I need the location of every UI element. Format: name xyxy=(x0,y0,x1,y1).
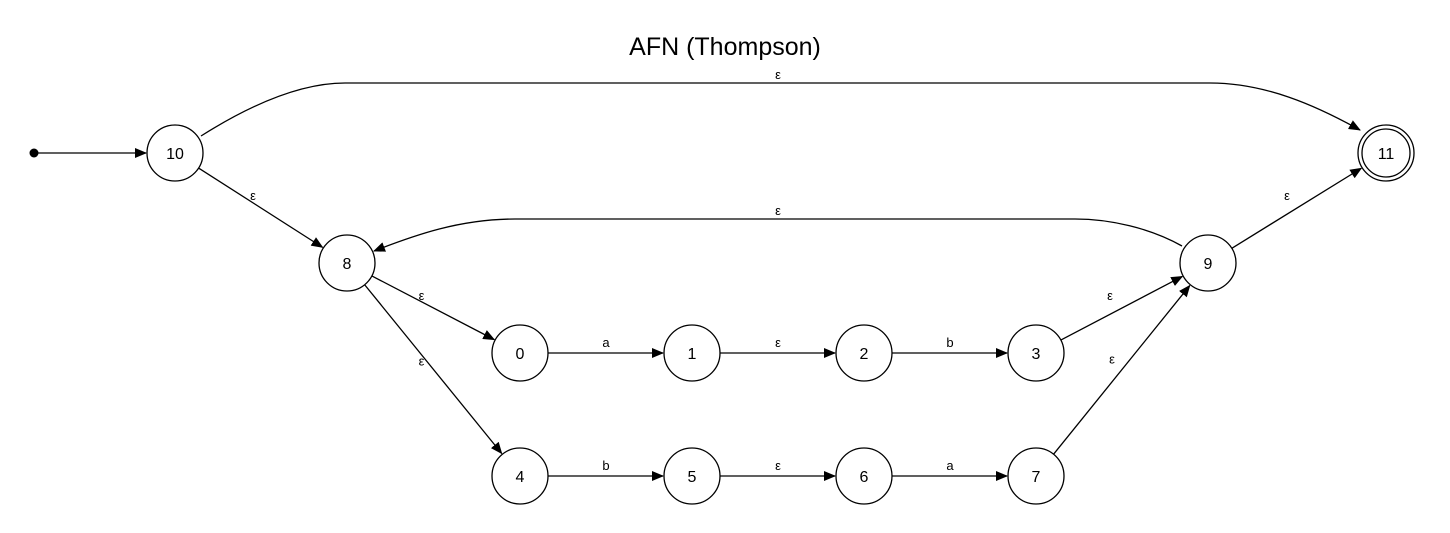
state-7: 7 xyxy=(1007,447,1065,505)
state-label: 1 xyxy=(688,346,697,363)
state-circle xyxy=(835,324,893,382)
transition-6-to-7: a xyxy=(892,458,1008,481)
transition-label: ε xyxy=(775,458,781,473)
state-1: 1 xyxy=(663,324,721,382)
state-circle xyxy=(146,124,204,182)
state-label: 6 xyxy=(860,469,869,486)
transition-7-to-9: ε xyxy=(1053,284,1191,455)
transition-label: ε xyxy=(1109,352,1115,367)
state-10: 10 xyxy=(146,124,204,182)
transition-label: ε xyxy=(775,335,781,350)
state-label: 2 xyxy=(860,346,869,363)
transition-label: ε xyxy=(419,354,425,369)
transition-8-to-4: ε xyxy=(364,284,503,455)
transition-arrow xyxy=(1231,167,1363,249)
transition-arrow xyxy=(1060,275,1184,341)
state-9: 9 xyxy=(1179,234,1237,292)
transition-arrow xyxy=(371,275,496,341)
transition-10-to-8: ε xyxy=(198,167,324,248)
transition-label: a xyxy=(946,458,954,473)
state-label: 3 xyxy=(1032,346,1041,363)
state-2: 2 xyxy=(835,324,893,382)
transition-4-to-5: b xyxy=(548,458,664,481)
transition-9-to-11: ε xyxy=(1231,167,1363,249)
transition-label: ε xyxy=(419,288,425,303)
state-label: 4 xyxy=(516,469,525,486)
state-label: 7 xyxy=(1032,469,1041,486)
state-3: 3 xyxy=(1007,324,1065,382)
transition-arrow xyxy=(373,218,1183,252)
state-label: 8 xyxy=(343,256,352,273)
state-8: 8 xyxy=(318,234,376,292)
state-11: 11 xyxy=(1357,124,1415,182)
state-label: 9 xyxy=(1204,256,1213,273)
state-5: 5 xyxy=(663,447,721,505)
transition-arrow xyxy=(198,167,324,248)
state-circle xyxy=(835,447,893,505)
state-circle xyxy=(663,324,721,382)
transition-label: ε xyxy=(1107,288,1113,303)
transition-label: ε xyxy=(775,67,781,82)
transition-10-to-11: ε xyxy=(200,67,1361,137)
state-4: 4 xyxy=(491,447,549,505)
state-label: 10 xyxy=(166,146,184,163)
state-label: 0 xyxy=(516,346,525,363)
state-circle xyxy=(663,447,721,505)
transition-arrow xyxy=(200,82,1361,137)
state-circle xyxy=(1179,234,1237,292)
state-6: 6 xyxy=(835,447,893,505)
transition-5-to-6: ε xyxy=(720,458,836,481)
transition-arrow xyxy=(364,284,503,455)
diagram-title: AFN (Thompson) xyxy=(629,33,821,61)
state-circle xyxy=(1007,447,1065,505)
transition-label: b xyxy=(602,458,609,473)
start-point xyxy=(29,148,39,158)
transition-0-to-1: a xyxy=(548,335,664,358)
transition-2-to-3: b xyxy=(892,335,1008,358)
transition-label: b xyxy=(946,335,953,350)
state-circle xyxy=(491,447,549,505)
state-circle xyxy=(491,324,549,382)
transition-1-to-2: ε xyxy=(720,335,836,358)
state-0: 0 xyxy=(491,324,549,382)
transition-arrow xyxy=(1053,284,1191,455)
accepting-state-inner-circle xyxy=(1361,128,1411,178)
transition-label: ε xyxy=(1284,188,1290,203)
transition-3-to-9: ε xyxy=(1060,275,1184,341)
transition-label: ε xyxy=(775,203,781,218)
state-label: 5 xyxy=(688,469,697,486)
state-circle xyxy=(318,234,376,292)
transition-9-to-8: ε xyxy=(373,203,1183,252)
state-label: 11 xyxy=(1378,146,1395,163)
transition-8-to-0: ε xyxy=(371,275,496,341)
transition-label: a xyxy=(602,335,610,350)
transition-label: ε xyxy=(250,188,256,203)
state-circle xyxy=(1007,324,1065,382)
